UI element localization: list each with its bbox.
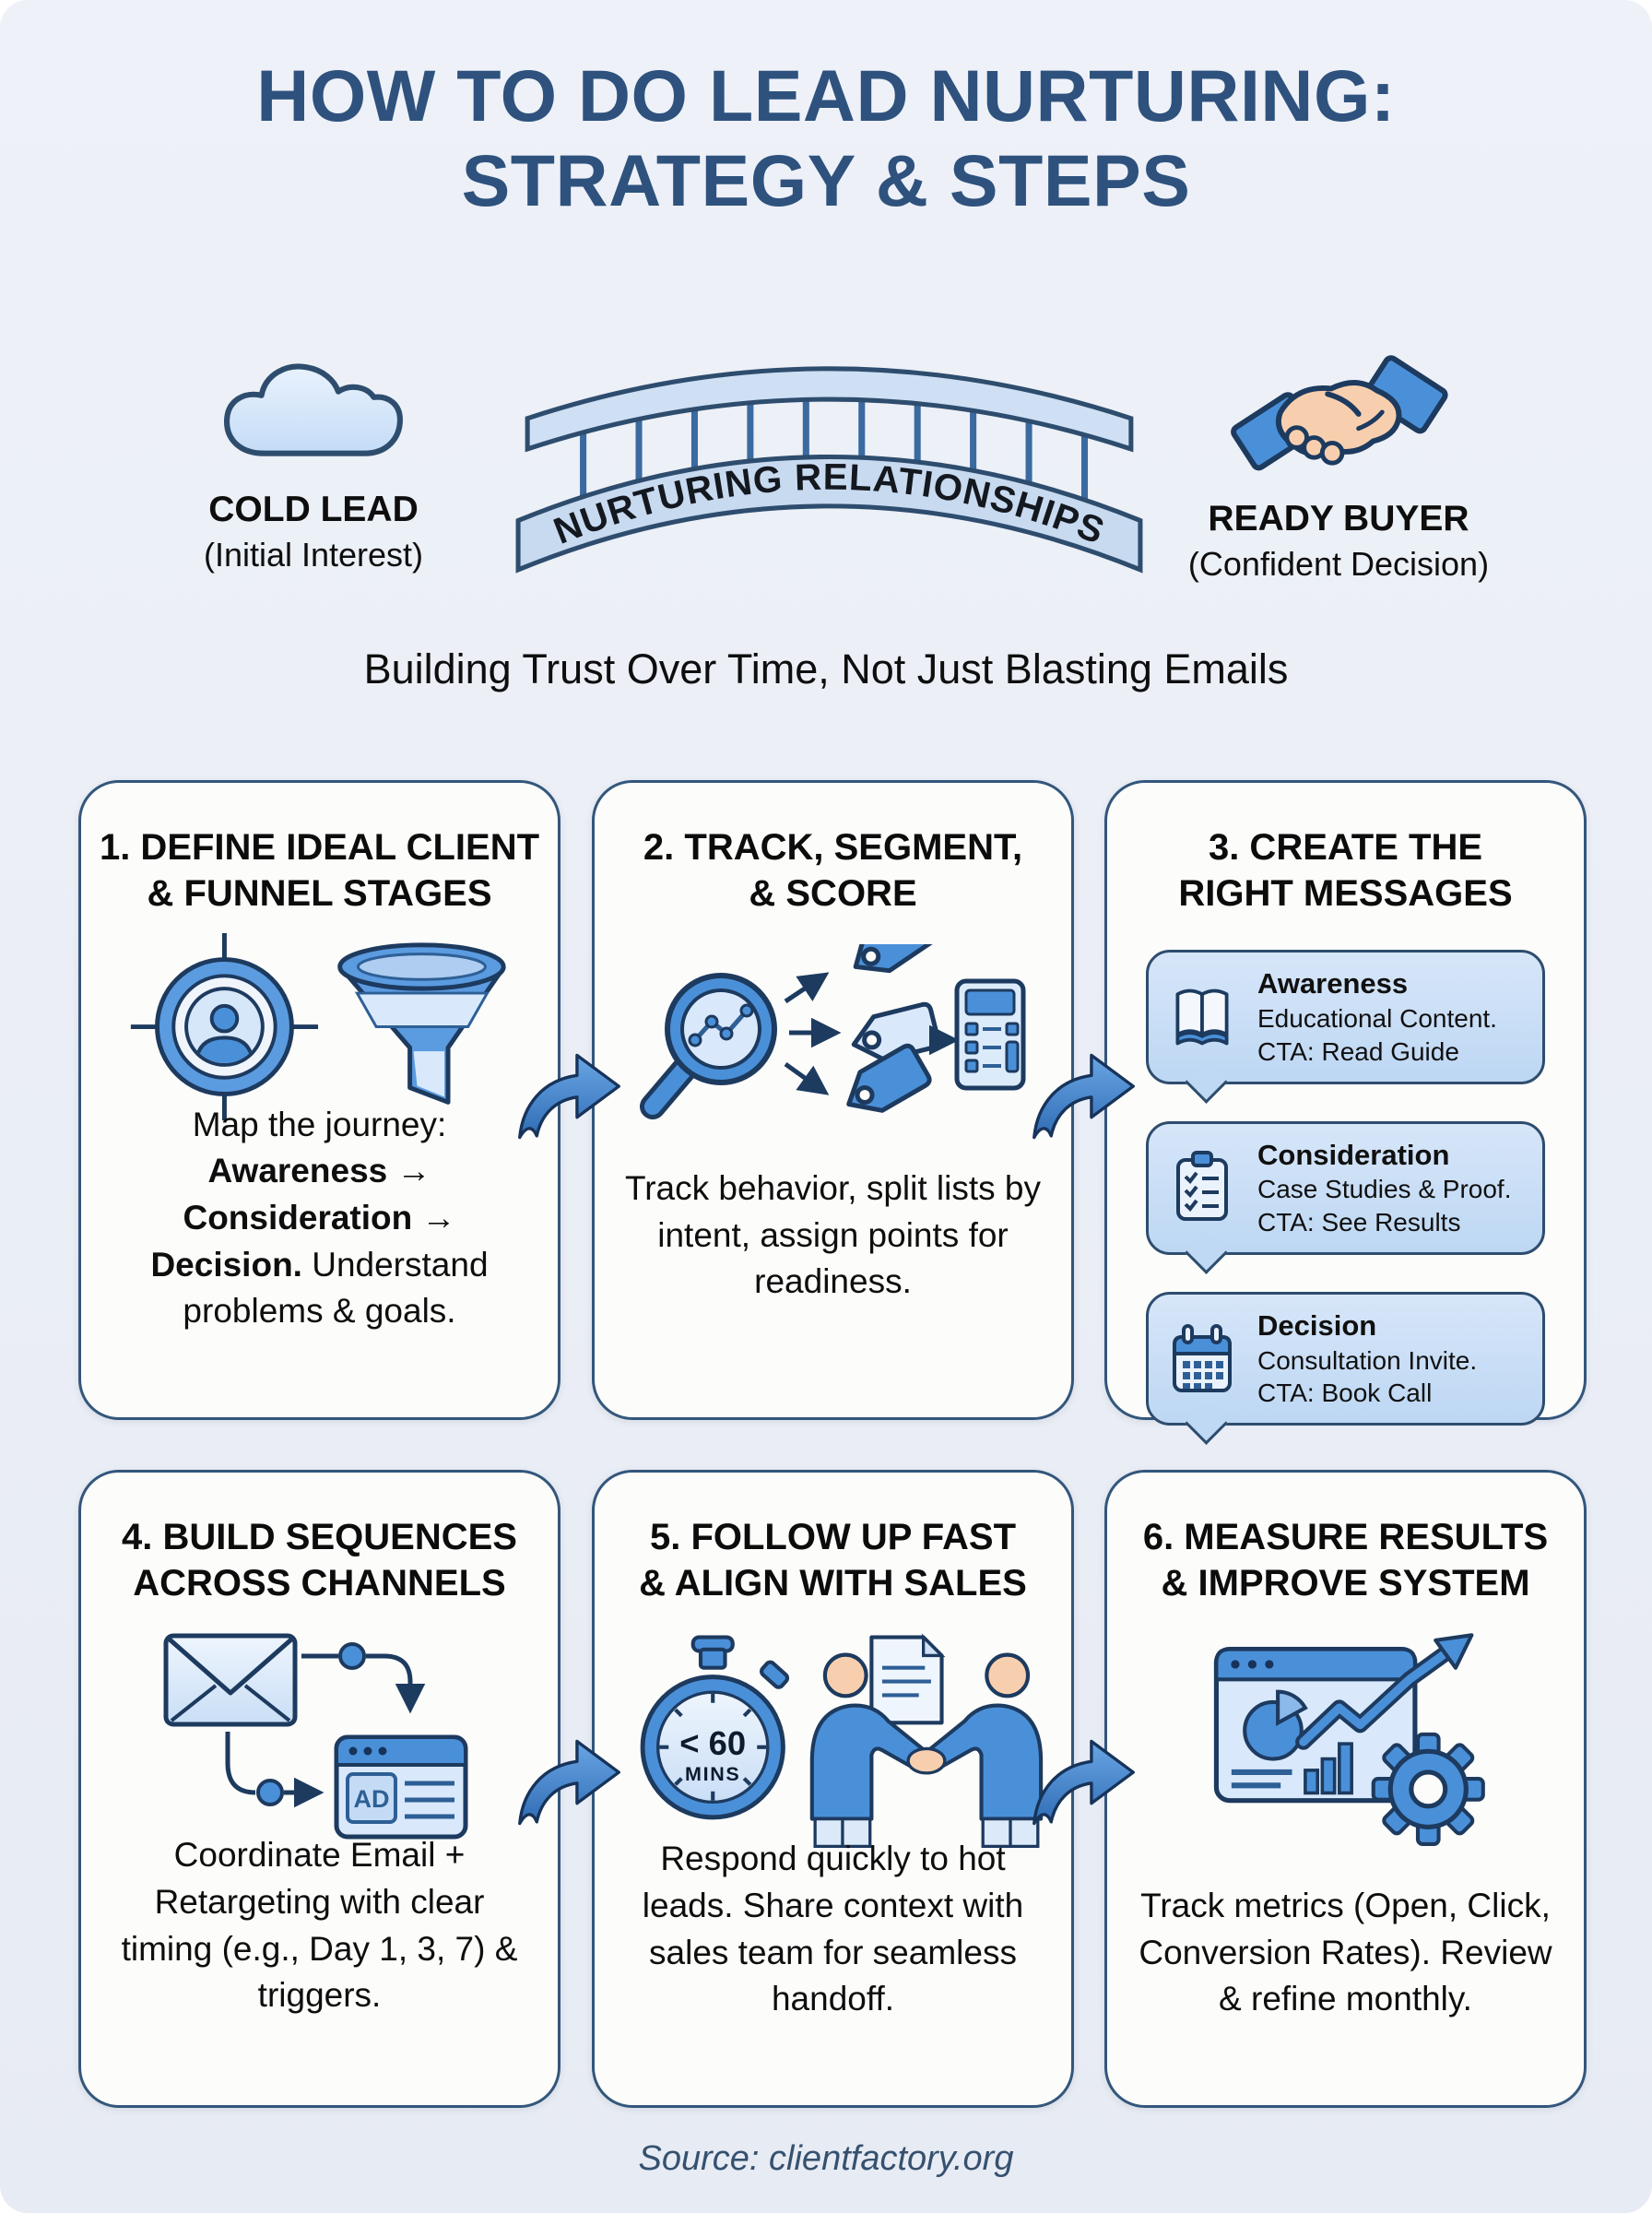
step2-title: 2. TRACK, SEGMENT, & SCORE — [595, 825, 1071, 917]
step1-title-line2: & FUNNEL STAGES — [147, 872, 492, 914]
cold-lead-group: COLD LEAD (Initial Interest) — [111, 349, 516, 574]
ready-buyer-label: READY BUYER — [1208, 499, 1469, 538]
clipboard-icon — [1160, 1151, 1245, 1225]
message-bubbles: Awareness Educational Content. CTA: Read… — [1146, 950, 1545, 1426]
step-card-1: 1. DEFINE IDEAL CLIENT & FUNNEL STAGES — [78, 780, 560, 1420]
consideration-bubble-text: Consideration Case Studies & Proof. CTA:… — [1257, 1137, 1511, 1239]
cold-lead-label: COLD LEAD — [208, 490, 419, 529]
step4-description: Coordinate Email + Retargeting with clea… — [121, 1836, 518, 2015]
step1-title: 1. DEFINE IDEAL CLIENT & FUNNEL STAGES — [81, 825, 558, 917]
decision-bubble-title: Decision — [1257, 1308, 1377, 1342]
analytics-dashboard-icon — [1213, 1633, 1485, 1847]
subtitle: Building Trust Over Time, Not Just Blast… — [363, 645, 1289, 692]
step5-description: Respond quickly to hot leads. Share cont… — [642, 1840, 1024, 2018]
calendar-icon — [1160, 1322, 1245, 1396]
awareness-bubble-line1: Educational Content. — [1257, 1003, 1497, 1033]
awareness-bubble-line2: CTA: Read Guide — [1257, 1036, 1459, 1066]
awareness-bubble-title: Awareness — [1257, 967, 1409, 1000]
awareness-bubble: Awareness Educational Content. CTA: Read… — [1146, 950, 1545, 1084]
ready-buyer-sublabel: (Confident Decision) — [1187, 545, 1490, 583]
step3-title: 3. CREATE THE RIGHT MESSAGES — [1107, 825, 1584, 917]
source-credit: Source: clientfactory.org — [638, 2139, 1014, 2178]
page-title-line1: HOW TO DO LEAD NURTURING: — [256, 54, 1396, 136]
step1-desc-line4-rest: Understand — [301, 1245, 489, 1284]
flow-arrow-icon-1 — [518, 1053, 620, 1140]
cold-lead-sublabel: (Initial Interest) — [203, 536, 424, 574]
decision-bubble-line1: Consultation Invite. — [1257, 1345, 1478, 1375]
handshake-icon — [1231, 355, 1448, 471]
step-card-4: 4. BUILD SEQUENCES ACROSS CHANNELS AD — [78, 1470, 560, 2108]
step1-description: Map the journey: Awareness → Considerati… — [107, 1102, 532, 1335]
fast-followup-icon: < 60 MINS — [640, 1633, 1043, 1849]
track-segment-score-icon — [639, 944, 1025, 1143]
target-funnel-icon — [130, 933, 506, 1121]
step1-desc-line2: Awareness → — [207, 1152, 431, 1190]
step5-title-line2: & ALIGN WITH SALES — [639, 1562, 1027, 1604]
step-card-5: 5. FOLLOW UP FAST & ALIGN WITH SALES < 6… — [592, 1470, 1074, 2108]
consideration-bubble-title: Consideration — [1257, 1138, 1450, 1171]
step1-desc-line1: Map the journey: — [192, 1105, 447, 1143]
step1-title-line1: 1. DEFINE IDEAL CLIENT — [99, 827, 540, 868]
step2-title-line2: & SCORE — [749, 872, 917, 914]
page-title-line2: STRATEGY & STEPS — [461, 138, 1191, 221]
step-card-2: 2. TRACK, SEGMENT, & SCORE — [592, 780, 1074, 1420]
step1-desc-line5: problems & goals. — [183, 1292, 456, 1331]
step2-description: Track behavior, split lists by intent, a… — [624, 1168, 1041, 1301]
flow-arrow-icon-3 — [518, 1739, 620, 1826]
decision-bubble-text: Decision Consultation Invite. CTA: Book … — [1257, 1308, 1477, 1410]
email-retargeting-icon: AD — [163, 1633, 467, 1840]
step1-desc-line3: Consideration → — [183, 1198, 456, 1237]
flow-arrow-icon-2 — [1032, 1053, 1135, 1140]
page-title: HOW TO DO LEAD NURTURING: STRATEGY & STE… — [0, 53, 1652, 222]
step2-title-line1: 2. TRACK, SEGMENT, — [643, 827, 1023, 868]
step-card-6: 6. MEASURE RESULTS & IMPROVE SYSTEM — [1104, 1470, 1587, 2108]
step6-title-line2: & IMPROVE SYSTEM — [1161, 1562, 1530, 1604]
step5-title: 5. FOLLOW UP FAST & ALIGN WITH SALES — [595, 1515, 1071, 1606]
consideration-bubble: Consideration Case Studies & Proof. CTA:… — [1146, 1120, 1545, 1255]
stopwatch-time: < 60 — [679, 1724, 746, 1762]
step6-title-line1: 6. MEASURE RESULTS — [1142, 1517, 1549, 1557]
step5-title-line1: 5. FOLLOW UP FAST — [649, 1517, 1017, 1557]
book-icon — [1160, 982, 1245, 1052]
step4-title-line2: ACROSS CHANNELS — [133, 1562, 506, 1604]
step6-title: 6. MEASURE RESULTS & IMPROVE SYSTEM — [1107, 1515, 1584, 1606]
step4-title: 4. BUILD SEQUENCES ACROSS CHANNELS — [81, 1515, 558, 1606]
decision-bubble: Decision Consultation Invite. CTA: Book … — [1146, 1291, 1545, 1426]
consideration-bubble-line1: Case Studies & Proof. — [1257, 1175, 1512, 1204]
ad-label: AD — [353, 1785, 389, 1813]
step6-description: Track metrics (Open, Click, Conversion R… — [1139, 1886, 1552, 2018]
stopwatch-units: MINS — [685, 1763, 740, 1785]
cloud-icon — [224, 363, 403, 456]
step1-desc-line4-bold: Decision. — [150, 1245, 302, 1284]
step3-title-line2: RIGHT MESSAGES — [1178, 872, 1513, 914]
consideration-bubble-line2: CTA: See Results — [1257, 1208, 1461, 1237]
bridge-icon: NURTURING RELATIONSHIPS — [515, 366, 1143, 574]
ready-buyer-group: READY BUYER (Confident Decision) — [1136, 343, 1541, 584]
step3-title-line1: 3. CREATE THE — [1208, 827, 1483, 868]
decision-bubble-line2: CTA: Book Call — [1257, 1379, 1433, 1408]
step-card-3: 3. CREATE THE RIGHT MESSAGES Awareness E… — [1104, 780, 1587, 1426]
step4-title-line1: 4. BUILD SEQUENCES — [122, 1517, 517, 1557]
awareness-bubble-text: Awareness Educational Content. CTA: Read… — [1257, 965, 1497, 1068]
flow-arrow-icon-4 — [1032, 1739, 1135, 1826]
